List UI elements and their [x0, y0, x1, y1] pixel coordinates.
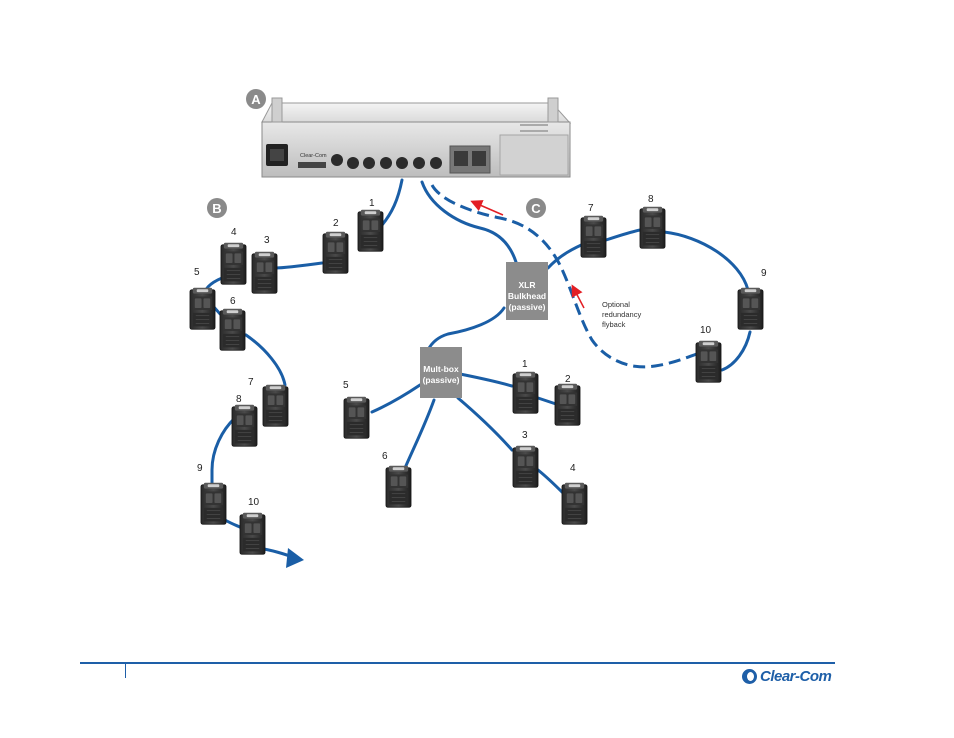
badge-b: B [207, 198, 227, 218]
footer-tick [125, 664, 126, 678]
label-m-3: 3 [522, 430, 528, 441]
cable-mult-6 [403, 398, 436, 470]
beltpack-m-4 [561, 482, 588, 525]
note-line3: flyback [602, 320, 626, 329]
cable-loop-8-9 [662, 230, 750, 292]
beltpack-c-8 [639, 206, 666, 249]
note-line2: redundancy [602, 310, 641, 319]
cable-mult-3-4 [536, 468, 566, 496]
cable-xlr-to-mult [426, 306, 506, 352]
mult-label-line1: Mult-box [423, 364, 459, 374]
flyback-arrow-top [470, 200, 504, 216]
label-m-6: 6 [382, 451, 388, 462]
flyback-arrow-side [571, 284, 585, 309]
cable-b-9-10 [223, 518, 244, 530]
badge-a: A [246, 89, 266, 109]
xlr-label-line3: (passive) [509, 302, 546, 312]
label-c-9: 9 [761, 268, 767, 279]
cable-mult-1 [458, 372, 514, 388]
chain-b-labels: 1 2 3 4 5 6 7 8 9 10 [194, 198, 375, 508]
badge-c-text: C [531, 201, 541, 216]
mult-star-labels: 1 2 3 4 5 6 [343, 359, 576, 474]
label-c-8: 8 [648, 194, 654, 205]
badge-c: C [526, 198, 546, 218]
beltpack-b-6 [219, 308, 246, 351]
label-m-1: 1 [522, 359, 528, 370]
xlr-label-line1: XLR [519, 280, 536, 290]
beltpack-c-10 [695, 340, 722, 383]
label-b-6: 6 [230, 296, 236, 307]
mult-star-beltpacks [343, 371, 588, 525]
beltpack-m-5 [343, 396, 370, 439]
footer-rule [80, 662, 835, 664]
beltpack-b-4 [220, 242, 247, 285]
footer-logo-text: Clear-Com [760, 667, 832, 685]
label-b-3: 3 [264, 235, 270, 246]
label-b-4: 4 [231, 227, 237, 238]
beltpack-b-7 [262, 384, 289, 427]
label-c-10: 10 [700, 325, 712, 336]
badge-a-text: A [251, 92, 261, 107]
beltpack-b-10 [239, 512, 266, 555]
cable-trunk-to-xlr [420, 180, 518, 264]
label-b-5: 5 [194, 267, 200, 278]
device-brand-label: Clear-Com [300, 153, 327, 159]
cable-b-6-7 [244, 333, 287, 387]
label-b-7: 7 [248, 377, 254, 388]
beltpack-m-6 [385, 465, 412, 508]
clearcom-logo-icon [742, 668, 757, 684]
beltpack-b-5 [189, 287, 216, 330]
xlr-bulkhead-box: XLR Bulkhead (passive) [506, 262, 548, 320]
label-m-2: 2 [565, 374, 571, 385]
beltpack-b-2 [322, 231, 349, 274]
beltpack-m-2 [554, 383, 581, 426]
label-m-4: 4 [570, 463, 576, 474]
label-c-7: 7 [588, 203, 594, 214]
beltpack-b-8 [231, 404, 258, 447]
label-b-2: 2 [333, 218, 339, 229]
cable-mult-1-2 [536, 396, 558, 406]
beltpack-b-9 [200, 482, 227, 525]
chain-b-beltpacks [189, 209, 384, 555]
cable-network [203, 178, 752, 568]
cable-b-8-9 [210, 416, 237, 488]
xlr-label-line2: Bulkhead [508, 291, 546, 301]
label-b-9: 9 [197, 463, 203, 474]
label-m-5: 5 [343, 380, 349, 391]
cable-loop-9-10 [720, 330, 752, 372]
base-station-rack-unit: Clear-Com [261, 97, 572, 178]
beltpack-m-1 [512, 371, 539, 414]
note-line1: Optional [602, 300, 630, 309]
cable-mult-3 [456, 396, 514, 452]
redundancy-note: Optional redundancy flyback [602, 300, 641, 329]
cable-loop-7-8 [604, 228, 642, 242]
mult-box: Mult-box (passive) [420, 347, 462, 398]
badge-b-text: B [212, 201, 221, 216]
footer-logo: Clear-Com [742, 666, 832, 686]
cable-b-1 [380, 178, 404, 227]
label-b-8: 8 [236, 394, 242, 405]
beltpack-b-3 [251, 251, 278, 294]
beltpack-c-7 [580, 215, 607, 258]
chain-continue-arrow [286, 548, 304, 568]
cable-mult-5 [370, 383, 422, 414]
beltpack-b-1 [357, 209, 384, 252]
label-b-10: 10 [248, 497, 260, 508]
beltpack-m-3 [512, 445, 539, 488]
loop-c-labels: 7 8 9 10 [588, 194, 767, 336]
label-b-1: 1 [369, 198, 375, 209]
cable-b-2-3 [273, 261, 324, 270]
beltpack-c-9 [737, 287, 764, 330]
mult-label-line2: (passive) [423, 375, 460, 385]
